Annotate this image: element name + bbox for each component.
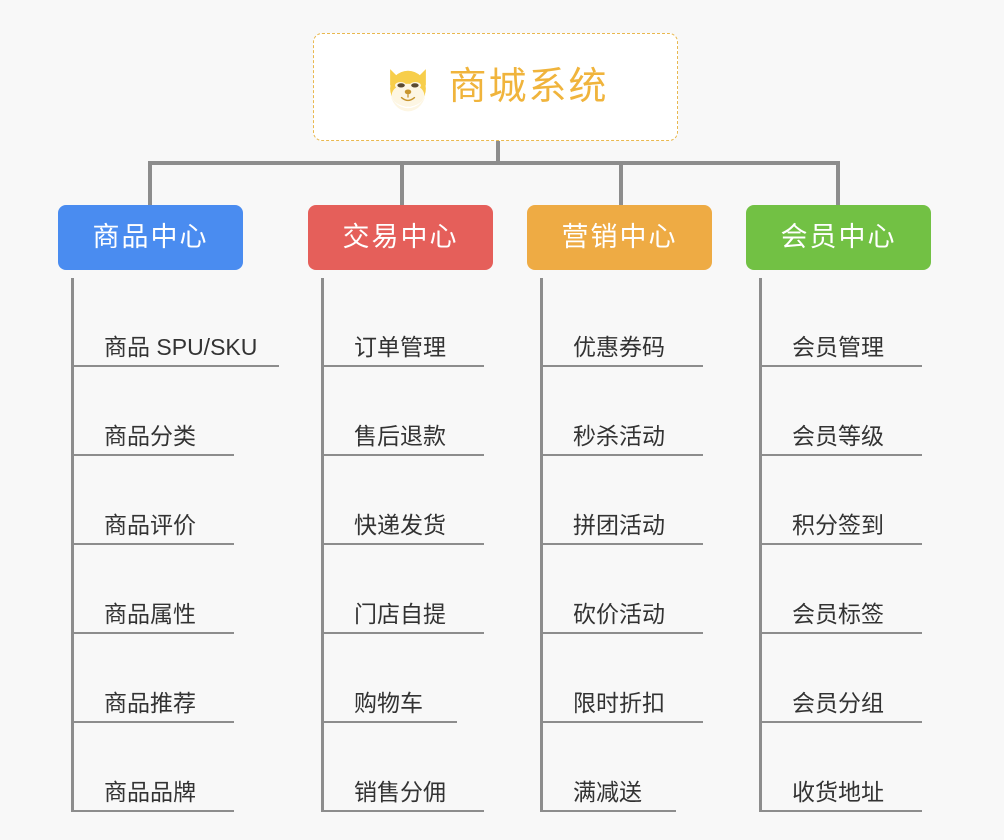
connector-drop-3 <box>619 161 623 205</box>
list-item[interactable]: 商品分类 <box>74 367 234 456</box>
connector-drop-4 <box>836 161 840 205</box>
list-item[interactable]: 会员等级 <box>762 367 922 456</box>
list-item[interactable]: 会员分组 <box>762 634 922 723</box>
connector-horizontal-bus <box>150 161 840 165</box>
list-item[interactable]: 会员管理 <box>762 278 922 367</box>
list-item[interactable]: 商品推荐 <box>74 634 234 723</box>
page-title: 商城系统 <box>448 66 609 108</box>
leaf-label: 会员等级 <box>792 423 884 449</box>
list-item[interactable]: 销售分佣 <box>324 723 484 812</box>
leaf-label: 商品分类 <box>104 423 196 449</box>
leaf-label: 拼团活动 <box>573 512 665 538</box>
leaf-column-trade-center: 订单管理 售后退款 快递发货 门店自提 购物车 销售分佣 <box>321 278 484 812</box>
leaf-label: 商品推荐 <box>104 690 196 716</box>
list-item[interactable]: 砍价活动 <box>543 545 703 634</box>
leaf-column-product-center: 商品 SPU/SKU 商品分类 商品评价 商品属性 商品推荐 商品品牌 <box>71 278 279 812</box>
leaf-label: 会员管理 <box>792 334 884 360</box>
list-item[interactable]: 收货地址 <box>762 723 922 812</box>
list-item[interactable]: 订单管理 <box>324 278 484 367</box>
list-item[interactable]: 商品 SPU/SKU <box>74 278 279 367</box>
leaf-label: 商品品牌 <box>104 779 196 805</box>
leaf-label: 订单管理 <box>354 334 446 360</box>
leaf-label: 快递发货 <box>354 512 446 538</box>
leaf-label: 限时折扣 <box>573 690 665 716</box>
list-item[interactable]: 商品评价 <box>74 456 234 545</box>
leaf-label: 门店自提 <box>354 601 446 627</box>
branch-label: 营销中心 <box>561 222 678 252</box>
list-item[interactable]: 限时折扣 <box>543 634 703 723</box>
leaf-label: 购物车 <box>354 690 423 716</box>
leaf-label: 售后退款 <box>354 423 446 449</box>
leaf-label: 收货地址 <box>792 779 884 805</box>
connector-root-stem <box>496 141 500 164</box>
list-item[interactable]: 购物车 <box>324 634 457 723</box>
leaf-column-member-center: 会员管理 会员等级 积分签到 会员标签 会员分组 收货地址 <box>759 278 922 812</box>
list-item[interactable]: 售后退款 <box>324 367 484 456</box>
leaf-label: 优惠券码 <box>573 334 665 360</box>
leaf-label: 商品评价 <box>104 512 196 538</box>
connector-drop-1 <box>148 161 152 205</box>
list-item[interactable]: 会员标签 <box>762 545 922 634</box>
branch-box-marketing-center[interactable]: 营销中心 <box>527 205 712 270</box>
list-item[interactable]: 积分签到 <box>762 456 922 545</box>
leaf-label: 砍价活动 <box>573 601 665 627</box>
leaf-label: 商品属性 <box>104 601 196 627</box>
root-node[interactable]: 商城系统 <box>313 33 678 141</box>
branch-box-member-center[interactable]: 会员中心 <box>746 205 931 270</box>
branch-label: 交易中心 <box>342 222 459 252</box>
leaf-column-marketing-center: 优惠券码 秒杀活动 拼团活动 砍价活动 限时折扣 满减送 <box>540 278 703 812</box>
leaf-label: 会员标签 <box>792 601 884 627</box>
connector-drop-2 <box>400 161 404 205</box>
leaf-label: 积分签到 <box>792 512 884 538</box>
list-item[interactable]: 秒杀活动 <box>543 367 703 456</box>
branch-box-product-center[interactable]: 商品中心 <box>58 205 243 270</box>
branch-box-trade-center[interactable]: 交易中心 <box>308 205 493 270</box>
branch-label: 商品中心 <box>92 222 209 252</box>
leaf-label: 满减送 <box>573 779 642 805</box>
shiba-dog-face-icon <box>390 69 427 112</box>
leaf-label: 商品 SPU/SKU <box>104 334 258 360</box>
leaf-label: 秒杀活动 <box>573 423 665 449</box>
list-item[interactable]: 优惠券码 <box>543 278 703 367</box>
list-item[interactable]: 商品属性 <box>74 545 234 634</box>
list-item[interactable]: 门店自提 <box>324 545 484 634</box>
list-item[interactable]: 快递发货 <box>324 456 484 545</box>
list-item[interactable]: 拼团活动 <box>543 456 703 545</box>
leaf-label: 会员分组 <box>792 690 884 716</box>
leaf-label: 销售分佣 <box>354 779 446 805</box>
branch-label: 会员中心 <box>780 222 897 252</box>
list-item[interactable]: 商品品牌 <box>74 723 234 812</box>
list-item[interactable]: 满减送 <box>543 723 676 812</box>
